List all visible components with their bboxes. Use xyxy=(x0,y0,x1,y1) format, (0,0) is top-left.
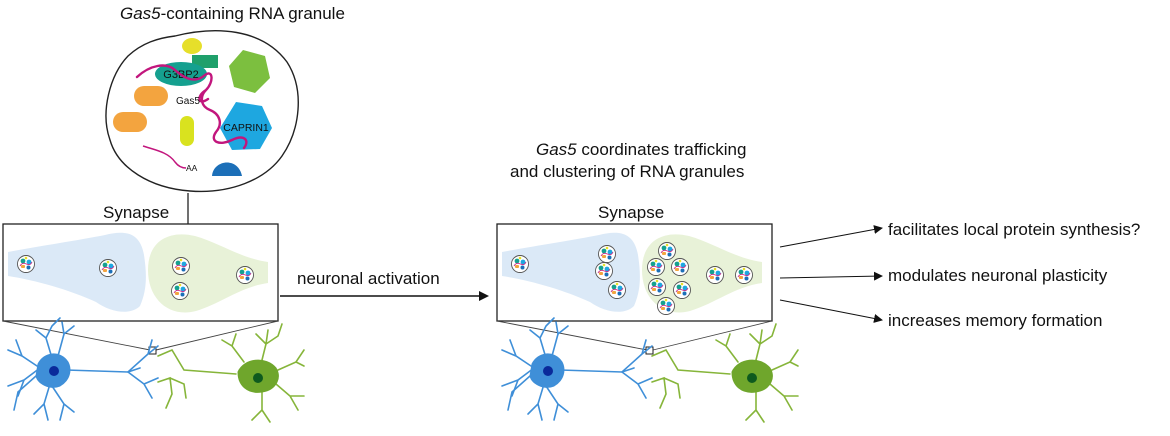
outcome-protein-synthesis: facilitates local protein synthesis? xyxy=(888,220,1141,239)
yellow-protein-2 xyxy=(180,116,194,146)
outcome-memory: increases memory formation xyxy=(888,311,1103,330)
caprin1-protein xyxy=(220,102,272,150)
mini-rna-granule xyxy=(598,245,616,263)
lime-hexagon-protein xyxy=(229,50,270,93)
transition-label: neuronal activation xyxy=(297,269,440,288)
mini-rna-granule xyxy=(172,257,190,275)
right-green-neuron xyxy=(651,323,799,423)
outcome-arrow-plasticity xyxy=(779,271,883,281)
right-heading-line2: and clustering of RNA granules xyxy=(510,162,745,181)
gas5-rna-strand xyxy=(135,64,248,150)
right-neuron-pair xyxy=(501,317,799,423)
mini-rna-granule xyxy=(608,281,626,299)
outcome-arrow-protein-synthesis xyxy=(779,225,883,248)
yellow-protein xyxy=(182,38,202,54)
granule-title: Gas5-containing RNA granule xyxy=(120,4,345,24)
outcome-arrow-memory xyxy=(779,299,883,323)
left-neuron-pair xyxy=(7,317,305,423)
mini-rna-granule xyxy=(171,282,189,300)
left-synapse-label: Synapse xyxy=(103,203,170,222)
right-heading-rest: coordinates trafficking xyxy=(576,140,747,159)
right-zoom-line-b xyxy=(652,320,773,351)
right-green-nucleus xyxy=(747,373,757,383)
right-blue-neuron xyxy=(501,317,653,421)
orange-protein-2 xyxy=(113,112,147,132)
gas5-granule: G3BP2 CAPRIN1 Gas5 AA xyxy=(105,30,299,193)
green-protein-rect xyxy=(192,55,218,68)
mini-rna-granule xyxy=(236,266,254,284)
granule-title-rest: -containing RNA granule xyxy=(160,4,345,23)
caprin1-label: CAPRIN1 xyxy=(223,122,269,134)
gas5-label: Gas5 xyxy=(176,96,200,107)
mini-rna-granule xyxy=(99,259,117,277)
orange-protein-1 xyxy=(134,86,168,106)
left-zoom-line-b xyxy=(155,320,279,351)
mini-rna-granule xyxy=(706,266,724,284)
mini-rna-granule xyxy=(671,258,689,276)
right-synapse-panel xyxy=(496,223,773,322)
mini-rna-granule xyxy=(673,281,691,299)
left-presynapse xyxy=(8,232,146,312)
mini-rna-granule xyxy=(17,255,35,273)
outcome-plasticity: modulates neuronal plasticity xyxy=(888,266,1108,285)
right-zoom-line-a xyxy=(496,320,648,351)
right-synapse-label: Synapse xyxy=(598,203,665,222)
left-synapse-panel xyxy=(2,223,279,322)
left-green-nucleus xyxy=(253,373,263,383)
mini-rna-granule xyxy=(647,258,665,276)
mini-rna-granule xyxy=(648,278,666,296)
left-green-neuron xyxy=(157,323,305,423)
right-blue-nucleus xyxy=(543,366,553,376)
right-heading-line1: Gas5 coordinates trafficking xyxy=(536,140,746,160)
mini-rna-granule xyxy=(735,266,753,284)
granule-title-gene: Gas5 xyxy=(120,4,161,23)
right-heading-gene: Gas5 xyxy=(536,140,577,159)
gas5-rna-tail xyxy=(142,145,187,169)
mini-rna-granule xyxy=(511,255,529,273)
left-blue-neuron xyxy=(7,317,159,421)
left-zoom-line-a xyxy=(2,320,151,351)
left-blue-nucleus xyxy=(49,366,59,376)
mini-rna-granule xyxy=(658,242,676,260)
polya-label: AA xyxy=(186,163,198,173)
mini-rna-granule xyxy=(657,297,675,315)
mini-rna-granule xyxy=(595,262,613,280)
dark-blue-protein xyxy=(212,162,242,176)
granule-outline xyxy=(105,30,299,193)
